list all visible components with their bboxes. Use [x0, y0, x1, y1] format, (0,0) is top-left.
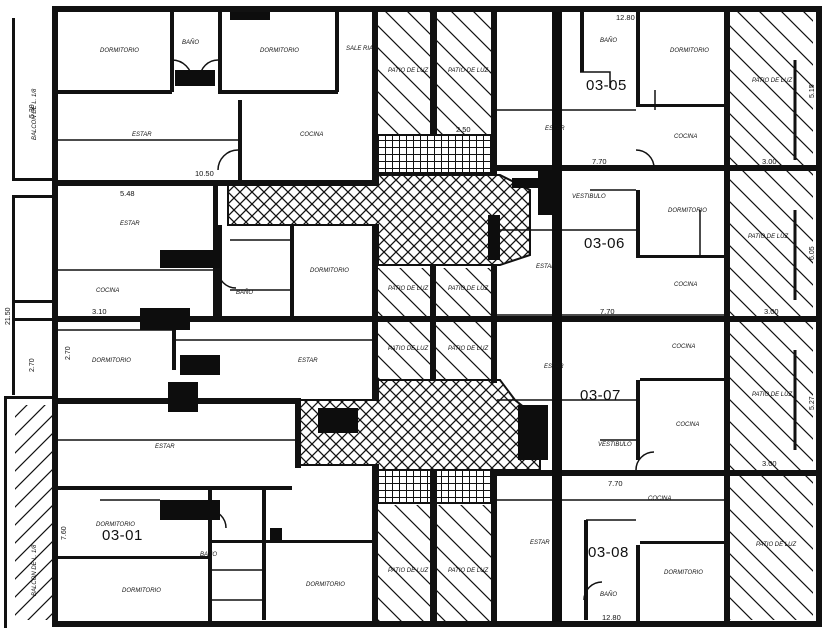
- label-estar: ESTAR: [545, 126, 565, 132]
- unit-number-0306: 03-06: [584, 235, 625, 252]
- label-cocina: COCINA: [672, 344, 695, 350]
- dim-6-05: 6.05: [809, 246, 816, 260]
- label-dormitorio: DORMITORIO: [122, 588, 161, 594]
- dim-2-70: 2.70: [65, 346, 72, 360]
- dim-7-70: 7.70: [608, 479, 623, 488]
- label-balcon: BALCON DE L. 1/8: [32, 88, 38, 140]
- label-patio: PATIO DE LUZ: [448, 346, 488, 352]
- unit-number-0305: 03-05: [586, 77, 627, 94]
- patio-hatching: [15, 10, 813, 623]
- label-estar: ESTAR: [155, 444, 175, 450]
- dim-2-70: 2.70: [29, 358, 36, 372]
- label-estar: ESTAR: [132, 132, 152, 138]
- label-dormitorio: DORMITORIO: [260, 48, 299, 54]
- label-cocina: COCINA: [648, 496, 671, 502]
- dim-5-27: 5.27: [809, 396, 816, 410]
- label-dormitorio: DORMITORIO: [310, 268, 349, 274]
- label-dormitorio: DORMITORIO: [100, 48, 139, 54]
- dim-3-00: 3.00: [764, 307, 779, 316]
- dim-5-30: 5.30: [29, 104, 36, 118]
- dim-7-60: 7.60: [61, 526, 68, 540]
- label-patio: PATIO DE LUZ: [752, 392, 792, 398]
- dim-3-10: 3.10: [92, 307, 107, 316]
- dim-3-00: 3.00: [762, 459, 777, 468]
- unit-number-0307: 03-07: [580, 387, 621, 404]
- label-patio: PATIO DE LUZ: [388, 346, 428, 352]
- label-cocina: COCINA: [96, 288, 119, 294]
- label-dormitorio: DORMITORIO: [664, 570, 703, 576]
- label-bano: BAÑO: [600, 37, 617, 44]
- label-patio: PATIO DE LUZ: [752, 78, 792, 84]
- label-patio: PATIO DE LUZ: [448, 68, 488, 74]
- label-estar: ESTAR: [544, 364, 564, 370]
- label-patio: PATIO DE LUZ: [388, 68, 428, 74]
- label-vestibulo: VESTIBULO: [572, 194, 606, 200]
- dim-5-15: 5.15: [809, 84, 816, 98]
- label-bano: BAÑO: [182, 39, 199, 46]
- unit-number-0308: 03-08: [588, 544, 629, 561]
- label-cocina: COCINA: [674, 134, 697, 140]
- label-bano: BAÑO: [236, 289, 253, 296]
- label-dormitorio: DORMITORIO: [96, 522, 135, 528]
- label-sale-ria: SALE RIA: [346, 46, 373, 52]
- dim-7-70: 7.70: [600, 307, 615, 316]
- label-dormitorio: DORMITORIO: [668, 208, 707, 214]
- label-bano: BAÑO: [600, 591, 617, 598]
- label-cocina: COCINA: [300, 132, 323, 138]
- dim-7-70: 7.70: [592, 157, 607, 166]
- label-patio: PATIO DE LUZ: [388, 568, 428, 574]
- label-patio: PATIO DE LUZ: [448, 286, 488, 292]
- unit-numbers: 03-01 03-05 03-06 03-07 03-08: [102, 77, 629, 561]
- room-labels: DORMITORIO BAÑO DORMITORIO SALE RIA ESTA…: [32, 37, 796, 598]
- dim-2-50: 2.50: [456, 125, 471, 134]
- label-dormitorio: DORMITORIO: [92, 358, 131, 364]
- label-cocina: COCINA: [676, 422, 699, 428]
- label-estar: ESTAR: [298, 358, 318, 364]
- unit-number-0301: 03-01: [102, 527, 143, 544]
- label-patio: PATIO DE LUZ: [448, 568, 488, 574]
- dim-21-50: 21.50: [5, 307, 12, 325]
- circulation-crosshatch: [227, 134, 541, 504]
- label-dormitorio: DORMITORIO: [306, 582, 345, 588]
- ink-smudges: [140, 12, 562, 622]
- label-patio: PATIO DE LUZ: [748, 234, 788, 240]
- dimensions: 10.50 12.80 12.80 7.70 7.70 7.70 3.00 3.…: [5, 13, 816, 622]
- dim-12-80: 12.80: [616, 13, 635, 22]
- label-dormitorio: DORMITORIO: [670, 48, 709, 54]
- label-estar: ESTAR: [530, 540, 550, 546]
- label-cocina: COCINA: [674, 282, 697, 288]
- dim-10-50: 10.50: [195, 169, 214, 178]
- dim-5-48: 5.48: [120, 189, 135, 198]
- label-patio: PATIO DE LUZ: [388, 286, 428, 292]
- label-estar: ESTAR: [536, 264, 556, 270]
- thin-lines: [56, 59, 797, 601]
- dim-12-80: 12.80: [602, 613, 621, 622]
- label-bano: BAÑO: [200, 551, 217, 558]
- label-estar: ESTAR: [120, 221, 140, 227]
- label-balcon: BALCON DE L. 1/8: [32, 544, 38, 596]
- dim-3-00: 3.00: [762, 157, 777, 166]
- label-vestibulo: VESTIBULO: [598, 442, 632, 448]
- label-patio: PATIO DE LUZ: [756, 542, 796, 548]
